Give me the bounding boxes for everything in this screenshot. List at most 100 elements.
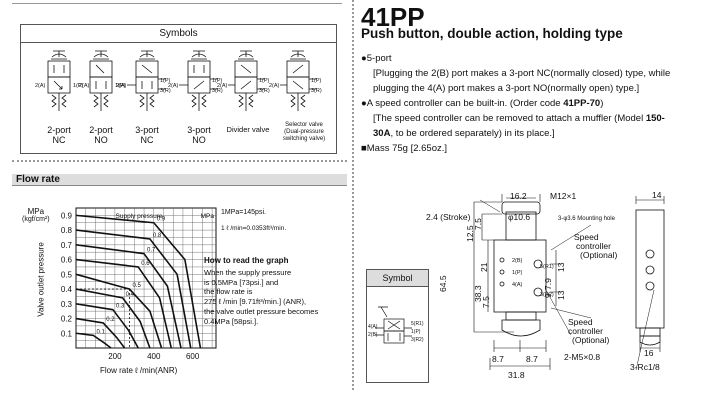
symbol-box-title: Symbol: [367, 270, 428, 287]
svg-text:38.3: 38.3: [473, 285, 483, 302]
conversion-1: 1MPa=145psi.: [221, 209, 266, 216]
symbols-panel: Symbols: [20, 24, 337, 154]
svg-text:controller: controller: [576, 241, 611, 251]
feature-body: [The speed controller can be removed to …: [373, 113, 665, 139]
svg-text:(Optional): (Optional): [580, 250, 617, 260]
x-tick-label: 600: [186, 352, 200, 361]
svg-text:2(A): 2(A): [35, 83, 46, 89]
series-label: 0.8: [153, 233, 162, 239]
svg-text:1(P): 1(P): [212, 78, 223, 84]
svg-text:1(P): 1(P): [411, 329, 421, 335]
series-label: 0.2: [106, 317, 115, 323]
series-curve: [75, 273, 163, 349]
valve-symbol-2port-nc: [47, 50, 71, 111]
svg-text:13: 13: [556, 290, 566, 300]
svg-text:1(P): 1(P): [512, 270, 523, 276]
svg-text:8.7: 8.7: [526, 354, 538, 364]
svg-text:3-Rc1/8: 3-Rc1/8: [630, 362, 660, 372]
conversion-2: 1 ℓ /min=0.0353ft³/min.: [221, 225, 287, 232]
x-axis-label: Flow rate ℓ /min(ANR): [100, 366, 178, 375]
svg-text:3(R): 3(R): [311, 88, 322, 94]
valve-symbol-divider: [228, 50, 265, 111]
dimension-drawing: 16.2 M12×1 φ10.6 2.4 (Stroke) 3-φ3.6 Mou…: [426, 190, 665, 380]
svg-text:φ10.6: φ10.6: [508, 212, 530, 222]
svg-text:7.5: 7.5: [473, 218, 483, 230]
svg-text:M12×1: M12×1: [550, 191, 576, 201]
y-tick-label: 0.1: [61, 329, 73, 338]
svg-text:21: 21: [479, 262, 489, 272]
series-label: 0.9: [157, 217, 166, 223]
series-label: 0.4: [126, 292, 135, 298]
x-tick-label: 400: [147, 352, 161, 361]
svg-text:1(P): 1(P): [311, 78, 322, 84]
svg-text:5(R1): 5(R1): [411, 321, 424, 327]
svg-text:2.4 (Stroke): 2.4 (Stroke): [426, 212, 471, 222]
y-tick-label: 0.8: [61, 226, 73, 235]
svg-text:3-φ3.6 Mounting hole: 3-φ3.6 Mounting hole: [558, 216, 616, 222]
svg-text:2(A): 2(A): [116, 83, 127, 89]
series-label: 0.1: [97, 329, 106, 335]
valve-symbol-3port-no: [179, 50, 218, 111]
top-rule-left: [12, 0, 342, 4]
feature-item: ●5-port: [361, 53, 392, 64]
series-label: 0.7: [147, 248, 156, 254]
svg-text:8.7: 8.7: [492, 354, 504, 364]
feature-list: ●5-port [Plugging the 2(B) port makes a …: [361, 51, 681, 156]
series-label: 0.5: [132, 283, 141, 289]
svg-text:3(R2): 3(R2): [411, 337, 424, 343]
svg-text:(Optional): (Optional): [572, 335, 609, 345]
symbol-box: Symbol 4(A) 2(B) 5(R1) 1(P) 3(R2): [366, 269, 429, 383]
feature-item: ●A speed controller can be built-in. (Or…: [361, 98, 604, 109]
symbols-title-bar: Symbols: [21, 25, 336, 43]
svg-text:16: 16: [644, 348, 654, 358]
y-unit-label: MPa(kgf/cm²): [22, 207, 50, 224]
y-tick-label: 0.2: [61, 315, 73, 324]
series-label: 0.3: [116, 304, 125, 310]
svg-text:Speed: Speed: [574, 232, 599, 242]
x-tick-label: 200: [108, 352, 122, 361]
y-tick-label: 0.5: [61, 270, 73, 279]
svg-text:Speed: Speed: [568, 317, 593, 327]
svg-text:4(A): 4(A): [512, 282, 523, 288]
svg-text:1(P): 1(P): [259, 78, 270, 84]
svg-text:12.5: 12.5: [465, 225, 475, 242]
series-curve: [75, 317, 126, 349]
svg-text:13: 13: [556, 262, 566, 272]
svg-text:2-M5×0.8: 2-M5×0.8: [564, 352, 600, 362]
svg-text:16.2: 16.2: [510, 191, 527, 201]
svg-text:4(A): 4(A): [368, 324, 378, 330]
series-label: 0.6: [141, 261, 150, 267]
valve-symbol-selector: [280, 50, 317, 111]
svg-text:14: 14: [652, 190, 662, 200]
svg-text:64.5: 64.5: [438, 275, 448, 292]
svg-text:2(A): 2(A): [79, 83, 90, 89]
valve-symbol-2port-no: [89, 50, 113, 111]
svg-text:2(A): 2(A): [217, 83, 228, 89]
svg-text:2(B): 2(B): [368, 332, 378, 338]
svg-text:2(A): 2(A): [168, 83, 179, 89]
howto-title: How to read the graph: [204, 256, 289, 265]
svg-text:1(P): 1(P): [160, 78, 171, 84]
symbol-5port-diagram: 4(A) 2(B) 5(R1) 1(P) 3(R2): [368, 306, 424, 344]
feature-item: ■Mass 75g [2.65oz.]: [361, 143, 448, 154]
svg-text:3(R): 3(R): [259, 88, 270, 94]
page-divider: [352, 0, 355, 390]
svg-text:1(P): 1(P): [73, 83, 84, 89]
svg-text:3(R): 3(R): [212, 88, 223, 94]
symbols-diagram: 2(A) 1(P) 2(A) 1(P) 2(A) 1(P) 3(R) 2(A) …: [35, 50, 322, 111]
series-curve: [75, 244, 182, 349]
symbol-label-5: Selector valve(Dual-pressure switching v…: [282, 122, 326, 142]
svg-text:5(R1): 5(R1): [540, 264, 554, 270]
svg-text:7.5: 7.5: [481, 296, 491, 308]
svg-text:7.9: 7.9: [543, 278, 553, 290]
svg-text:9: 9: [543, 293, 553, 298]
separator-rule: [12, 160, 347, 162]
plot-frame: [75, 207, 217, 349]
svg-text:3(R2): 3(R2): [540, 292, 554, 298]
svg-text:1(P): 1(P): [115, 83, 126, 89]
y-tick-label: 0.3: [61, 300, 73, 309]
